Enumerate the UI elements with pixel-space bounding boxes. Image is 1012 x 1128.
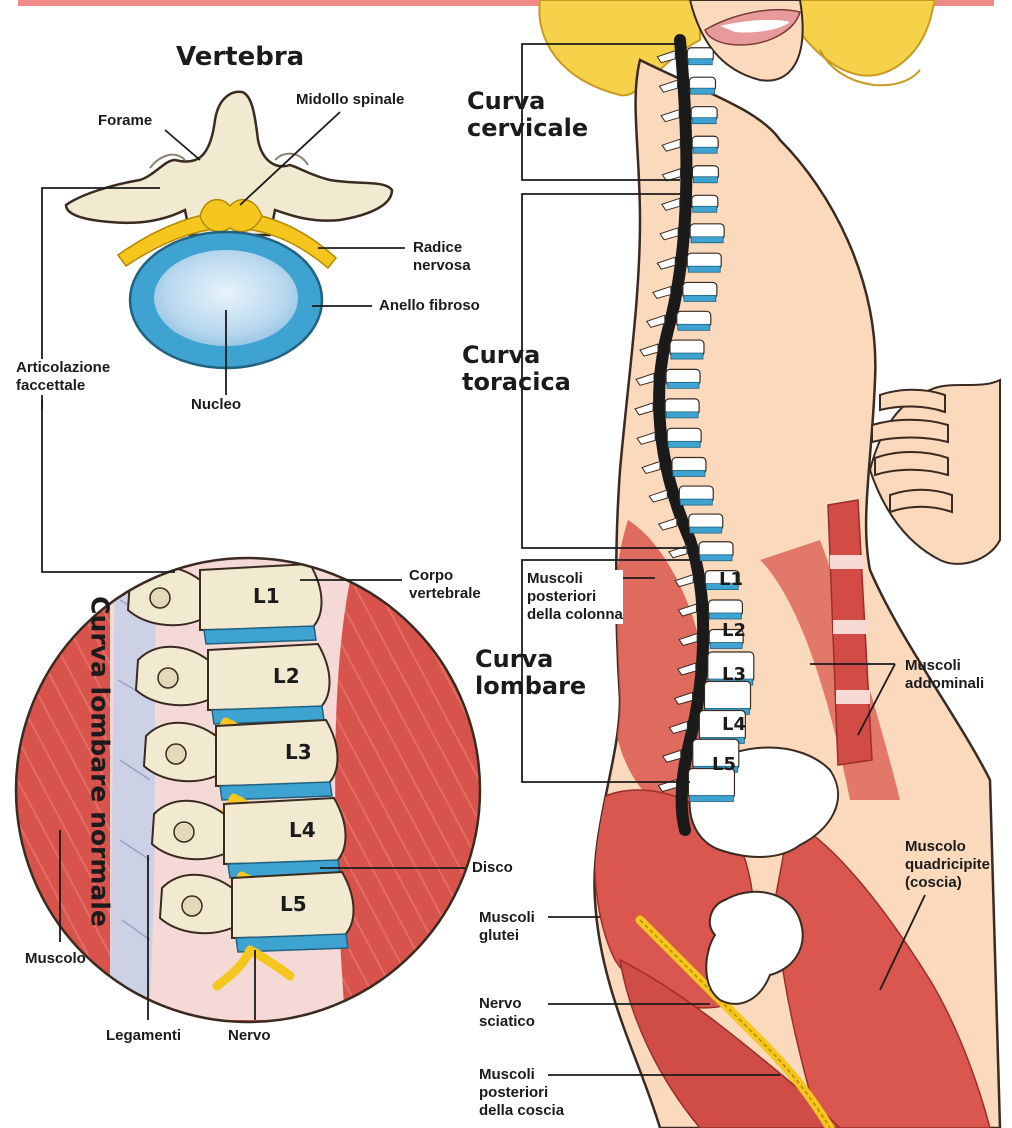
label-curva-toracica: Curva toracica: [462, 342, 571, 396]
vertebral-body: [224, 798, 346, 864]
spine-vertebra: [677, 311, 711, 330]
body-vertebra-label: L5: [712, 754, 736, 775]
intervertebral-disc: [666, 412, 698, 418]
vertebral-body: [208, 644, 330, 710]
spine-vertebra: [687, 253, 721, 272]
label-muscoli-addominali: Muscoli addominali: [905, 657, 984, 693]
vertebral-body: [216, 720, 338, 786]
label-muscoli-posteriori-colonna: Muscoli posteriori della colonna: [527, 570, 623, 624]
spine-vertebra: [667, 428, 701, 447]
label-nervo-sciatico: Nervo sciatico: [479, 995, 535, 1031]
body-vertebra-label: L3: [722, 664, 746, 685]
facet-knob: [182, 896, 202, 916]
intervertebral-disc: [692, 118, 716, 124]
spine-vertebra: [670, 340, 704, 359]
label-nucleo: Nucleo: [191, 396, 241, 414]
spine-vertebra: [683, 282, 717, 301]
circle-vertebra-label: L4: [289, 818, 316, 842]
spine-vertebra: [692, 166, 718, 183]
label-curva-lombare: Curva lombare: [475, 646, 586, 700]
intervertebral-disc: [673, 470, 705, 476]
spine-vertebra: [672, 457, 706, 476]
label-disco: Disco: [472, 859, 513, 877]
label-muscolo-quadricipite: Muscolo quadricipite (coscia): [905, 838, 990, 892]
intervertebral-disc: [689, 795, 733, 801]
body-vertebra-label: L4: [722, 714, 746, 735]
intervertebral-disc: [693, 206, 717, 212]
intervertebral-disc: [667, 382, 699, 388]
vertebra-illustration: [66, 92, 392, 368]
intervertebral-disc: [204, 626, 316, 644]
label-curva-cervicale: Curva cervicale: [467, 88, 588, 142]
intervertebral-disc: [700, 555, 732, 561]
spine-vertebra: [665, 399, 699, 418]
body-vertebra-label: L2: [722, 620, 746, 641]
spine-vertebra: [689, 77, 715, 94]
spine-vertebra: [708, 600, 742, 619]
label-nervo: Nervo: [228, 1027, 271, 1045]
vertebra-title: Vertebra: [176, 42, 304, 72]
intervertebral-disc: [684, 295, 716, 301]
label-legamenti: Legamenti: [106, 1027, 181, 1045]
facet-knob: [158, 668, 178, 688]
label-articolazione-faccettale: Articolazione faccettale: [16, 359, 110, 395]
circle-vertebra-label: L5: [280, 892, 307, 916]
intervertebral-disc: [678, 324, 710, 330]
facet-knob: [174, 822, 194, 842]
spine-vertebra: [699, 542, 733, 561]
label-muscolo: Muscolo: [25, 950, 86, 968]
spine-vertebra: [689, 514, 723, 533]
intervertebral-disc: [668, 441, 700, 447]
circle-vertebra-label: L2: [273, 664, 300, 688]
body-vertebra-label: L1: [719, 569, 743, 590]
spine-vertebra: [705, 681, 751, 714]
intervertebral-disc: [688, 266, 720, 272]
label-forame: Forame: [98, 112, 152, 130]
spine-vertebra: [692, 136, 718, 153]
intervertebral-disc: [671, 353, 703, 359]
label-muscoli-posteriori-coscia: Muscoli posteriori della coscia: [479, 1066, 564, 1120]
intervertebral-disc: [693, 177, 717, 183]
spine-vertebra: [690, 224, 724, 243]
facet-knob: [166, 744, 186, 764]
facet-knob: [150, 588, 170, 608]
intervertebral-disc: [680, 499, 712, 505]
spine-vertebra: [691, 107, 717, 124]
circle-vertebra-label: L3: [285, 740, 312, 764]
label-corpo-vertebrale: Corpo vertebrale: [409, 567, 481, 603]
label-anello-fibroso: Anello fibroso: [379, 297, 480, 315]
human-body-figure: [539, 0, 1000, 1128]
spine-vertebra: [666, 369, 700, 388]
vertebra-body: [705, 681, 751, 711]
spine-vertebra: [692, 195, 718, 212]
intervertebral-disc: [690, 527, 722, 533]
label-muscoli-glutei: Muscoli glutei: [479, 909, 535, 945]
intervertebral-disc: [691, 237, 723, 243]
intervertebral-disc: [693, 147, 717, 153]
label-midollo-spinale: Midollo spinale: [296, 91, 404, 109]
intervertebral-disc: [690, 88, 714, 94]
spine-vertebra: [687, 48, 713, 65]
circle-vertebra-label: L1: [253, 584, 280, 608]
label-radice-nervosa: Radice nervosa: [413, 239, 471, 275]
intervertebral-disc: [688, 59, 712, 65]
spine-vertebra: [679, 486, 713, 505]
intervertebral-disc: [709, 613, 741, 619]
intervertebral-disc: [710, 643, 742, 649]
